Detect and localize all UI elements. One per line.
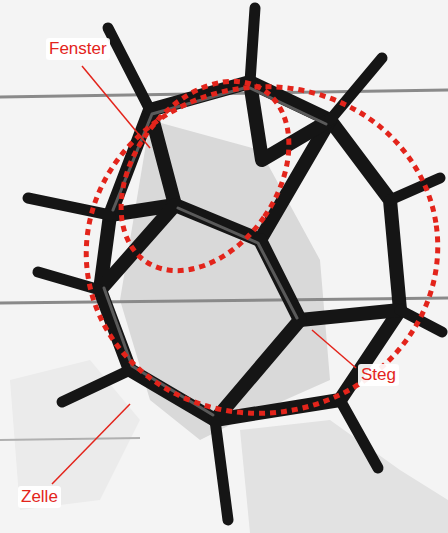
leader-line — [82, 66, 150, 148]
leader-line — [52, 404, 130, 484]
window-outline — [86, 50, 323, 303]
cell-outline — [65, 64, 448, 436]
background-line — [0, 438, 140, 440]
part-label: Zelle — [18, 486, 61, 508]
strut-spikes — [28, 8, 442, 520]
part-label: Fenster — [46, 38, 110, 60]
shadow-area — [10, 360, 140, 510]
shadow-area — [240, 420, 448, 533]
leader-line — [312, 330, 356, 368]
part-label: Steg — [358, 364, 399, 386]
background-line — [0, 298, 448, 303]
